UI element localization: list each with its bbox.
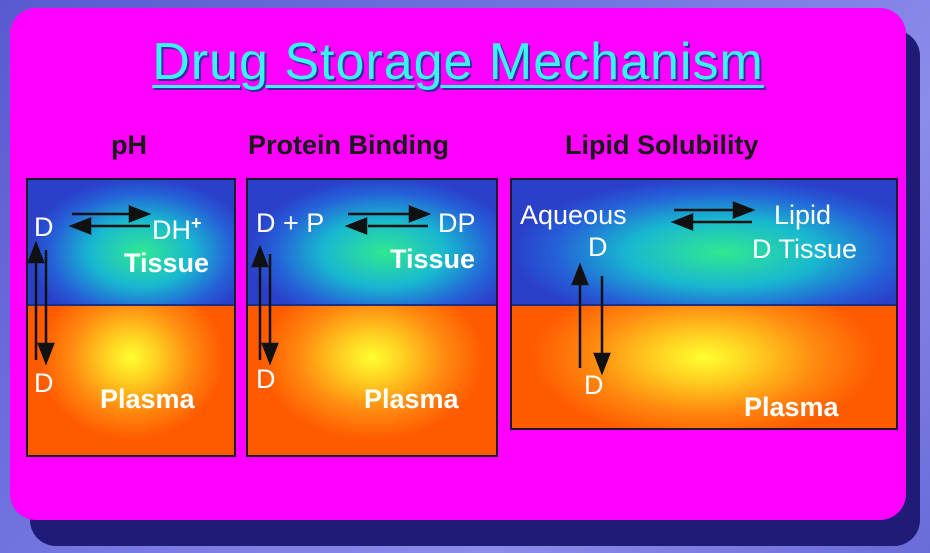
lipid-plasma-label: Plasma — [744, 392, 839, 422]
ph-tissue-label: Tissue — [124, 248, 210, 278]
lipid-plasma-species: D — [584, 370, 604, 400]
plasma-region — [28, 305, 234, 455]
protein-right-species: DP — [438, 208, 476, 238]
heading-protein-binding: Protein Binding — [248, 130, 449, 160]
ph-plasma-species: D — [34, 368, 54, 398]
tissue-region — [248, 180, 496, 305]
compartment-divider — [28, 304, 234, 306]
lipid-arrows — [571, 201, 756, 376]
panel-lipid-solubility: Aqueous D Lipid D Tissue D Plasma — [510, 178, 898, 430]
compartment-divider — [512, 304, 896, 306]
ph-left-species: D — [34, 212, 54, 242]
lipid-lipid-label: Lipid — [774, 200, 832, 230]
panel-protein-binding: D + P DP Tissue D Plasma — [246, 178, 498, 457]
lipid-aqueous-species: D — [588, 232, 608, 262]
slide-title: Drug Storage Mechanism — [152, 33, 764, 91]
panel-ph: D DH+ Tissue D Plasma — [26, 178, 236, 457]
lipid-d-tissue: D Tissue — [752, 234, 858, 264]
slide-card: Drug Storage Mechanism pH Protein Bindin… — [10, 8, 906, 520]
compartment-divider — [248, 304, 496, 306]
protein-plasma-species: D — [256, 364, 276, 394]
lipid-aqueous-label: Aqueous — [520, 200, 627, 230]
tissue-region — [28, 180, 234, 305]
ph-arrows — [28, 205, 152, 366]
plasma-region — [248, 305, 496, 455]
ph-right-species: DH+ — [152, 213, 202, 245]
protein-plasma-label: Plasma — [364, 384, 459, 414]
protein-arrows — [251, 205, 432, 366]
protein-left-species: D + P — [256, 208, 325, 238]
ph-plasma-label: Plasma — [100, 384, 195, 414]
protein-tissue-label: Tissue — [390, 244, 476, 274]
plasma-region — [512, 305, 896, 428]
heading-lipid-solubility: Lipid Solubility — [565, 130, 759, 160]
heading-ph: pH — [111, 130, 147, 160]
